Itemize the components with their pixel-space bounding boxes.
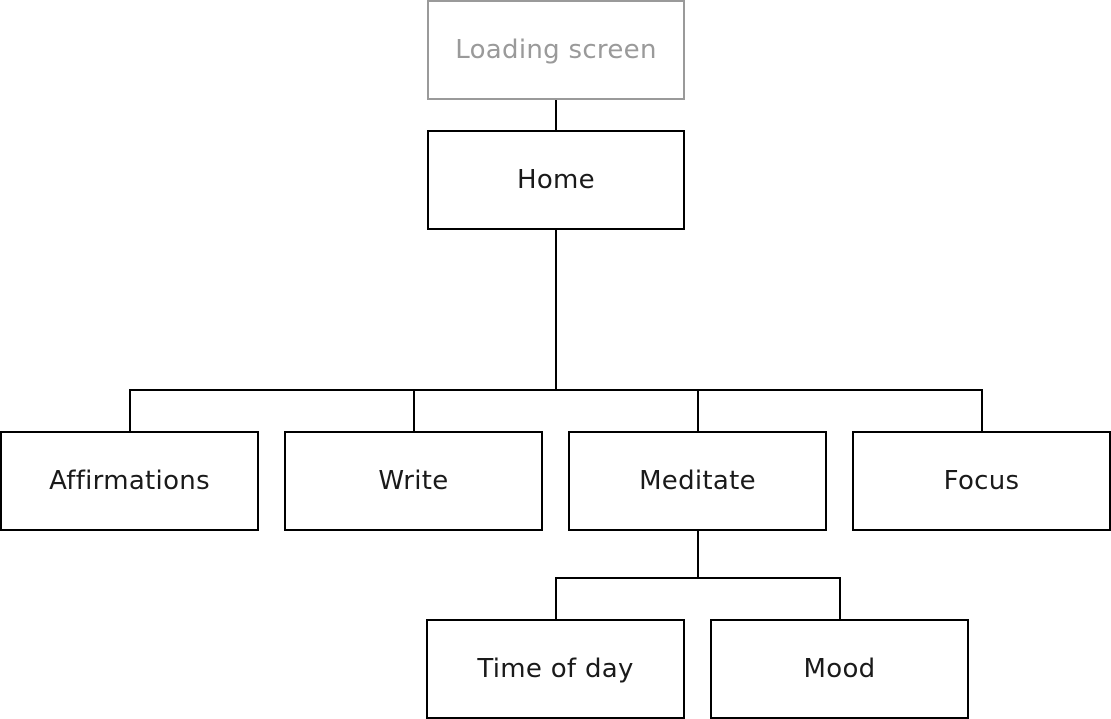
node-mood[interactable]: Mood — [710, 619, 969, 719]
node-meditate[interactable]: Meditate — [568, 431, 827, 531]
node-label: Write — [378, 466, 449, 496]
node-label: Mood — [803, 654, 876, 684]
node-focus[interactable]: Focus — [852, 431, 1111, 531]
node-loading-screen[interactable]: Loading screen — [427, 0, 685, 100]
node-label: Home — [517, 165, 595, 195]
node-affirmations[interactable]: Affirmations — [0, 431, 259, 531]
node-label: Affirmations — [49, 466, 210, 496]
node-home[interactable]: Home — [427, 130, 685, 230]
node-label: Loading screen — [455, 35, 657, 65]
node-time-of-day[interactable]: Time of day — [426, 619, 685, 719]
node-label: Time of day — [477, 654, 634, 684]
node-label: Focus — [943, 466, 1020, 496]
node-label: Meditate — [639, 466, 756, 496]
node-write[interactable]: Write — [284, 431, 543, 531]
